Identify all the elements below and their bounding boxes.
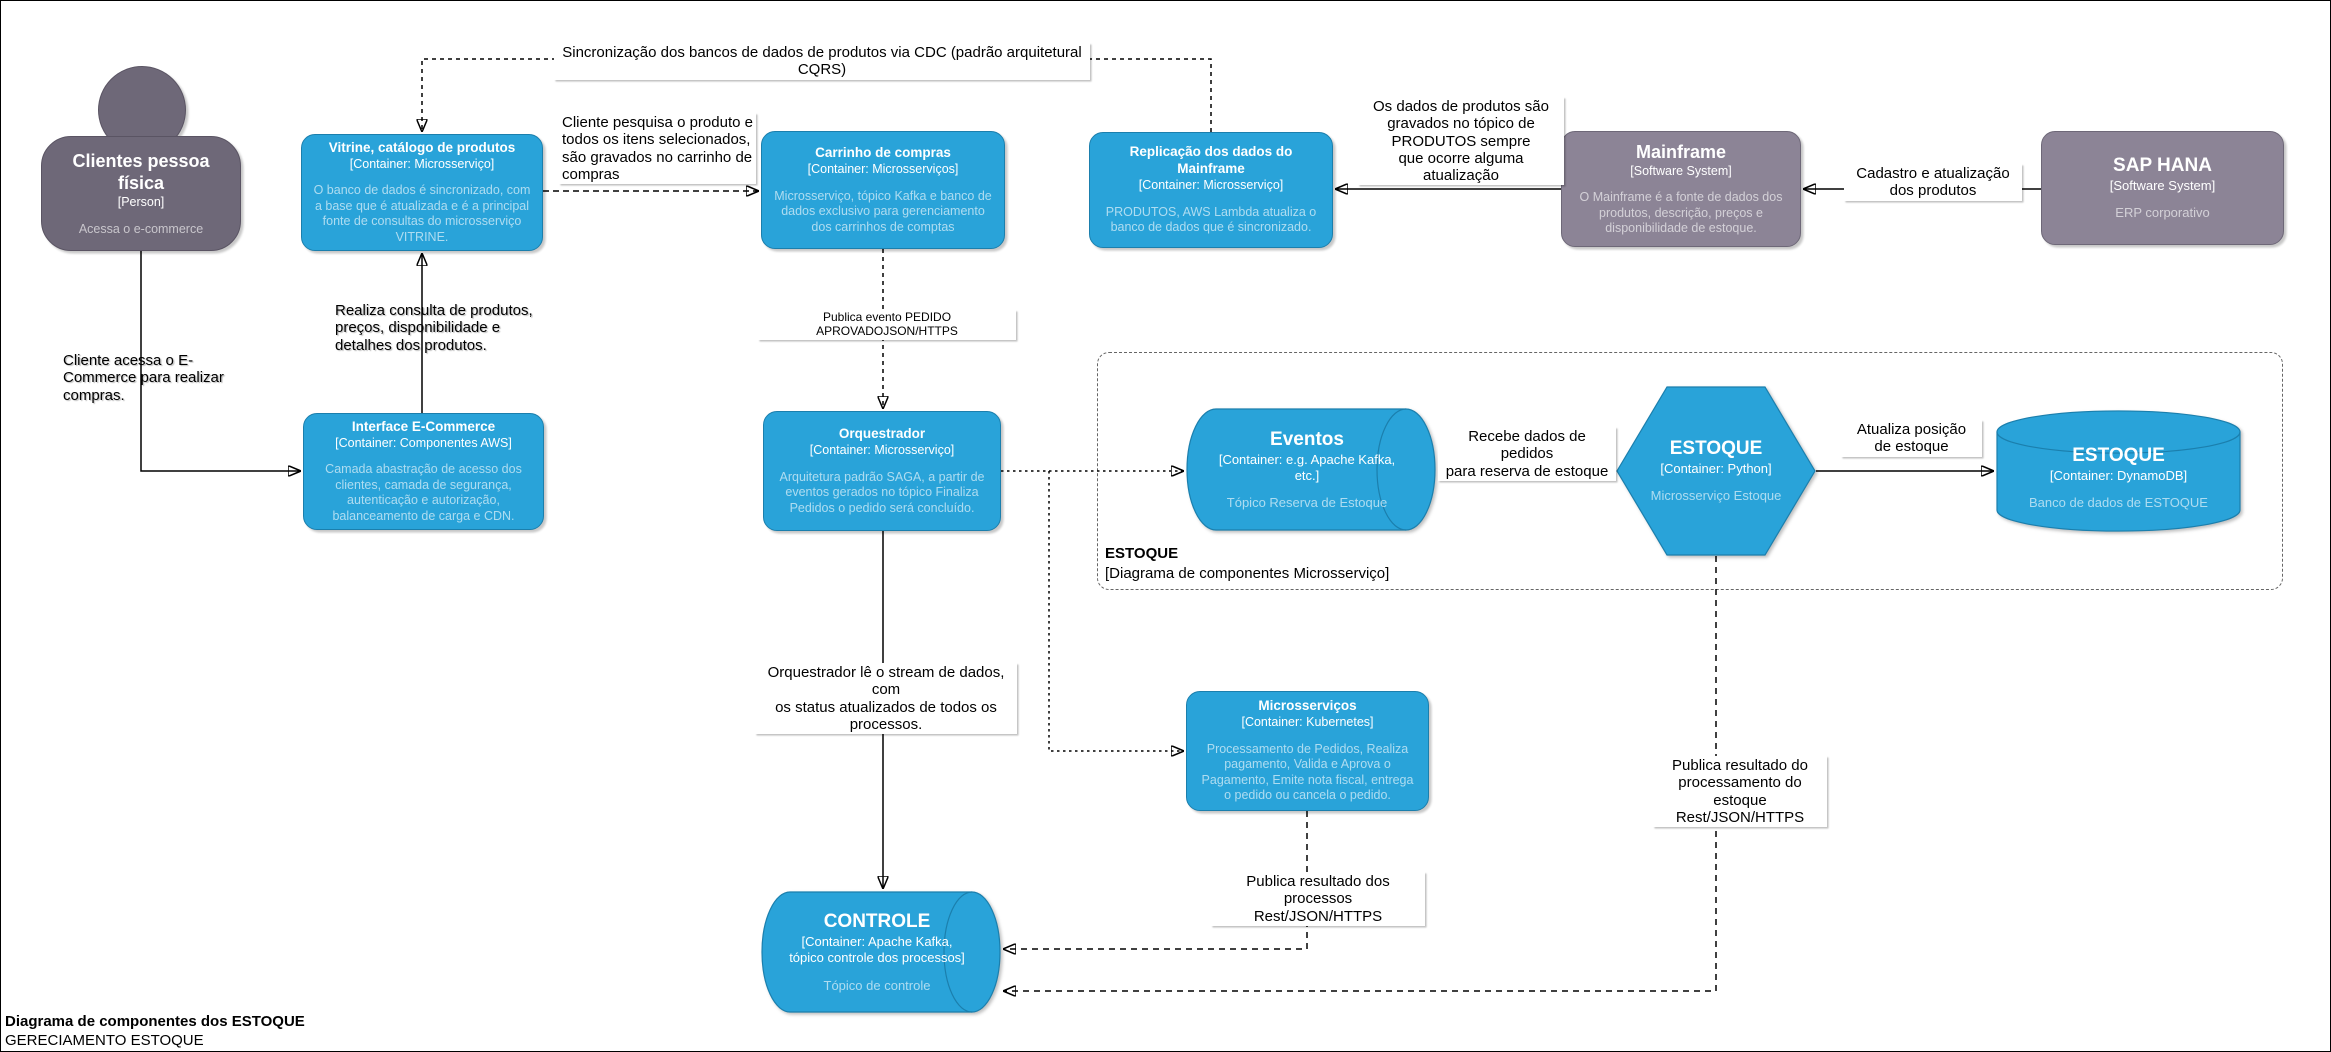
edge-label-consulta: Realiza consulta de produtos, preços, di… bbox=[335, 302, 533, 354]
node-type: [Container: Apache Kafka, tópico control… bbox=[789, 934, 965, 966]
node-type: [Container: Microsserviço] bbox=[809, 442, 955, 457]
edge-label-atualiza: Atualiza posição de estoque bbox=[1841, 420, 1982, 457]
node-title: Eventos bbox=[1270, 428, 1344, 450]
node-title: Vitrine, catálogo de produtos bbox=[328, 139, 516, 155]
node-desc: Microsserviço, tópico Kafka e banco de d… bbox=[774, 188, 992, 234]
node-type: [Container: e.g. Apache Kafka, etc.] bbox=[1218, 451, 1396, 483]
node-type: [Software System] bbox=[1630, 163, 1732, 178]
node-replicacao-mainframe[interactable]: Replicação dos dados do Mainframe [Conta… bbox=[1089, 132, 1333, 248]
node-desc: O banco de dados é sincronizado, com a b… bbox=[313, 183, 531, 244]
edge-label-publica-processos: Publica resultado dos processos Rest/JSO… bbox=[1211, 872, 1425, 926]
node-title: Microsserviços bbox=[1258, 698, 1357, 714]
node-desc: Tópico de controle bbox=[823, 977, 931, 993]
boundary-subtitle: [Diagrama de componentes Microsserviço] bbox=[1105, 564, 1390, 582]
node-vitrine[interactable]: Vitrine, catálogo de produtos [Container… bbox=[301, 134, 543, 251]
diagram-title: Diagrama de componentes dos ESTOQUE bbox=[5, 1013, 305, 1030]
node-desc: Microsserviço Estoque bbox=[1650, 488, 1782, 504]
edge-label-dados-produtos: Os dados de produtos são gravados no tóp… bbox=[1358, 97, 1564, 186]
node-title: ESTOQUE bbox=[1669, 438, 1763, 460]
edge-label-cdc: Sincronização dos bancos de dados de pro… bbox=[554, 43, 1090, 80]
node-title: Clientes pessoa física bbox=[72, 150, 210, 194]
node-desc: Camada abastração de acesso dos clientes… bbox=[325, 462, 522, 523]
node-title: Orquestrador bbox=[838, 426, 926, 441]
node-type: [Container: Microsserviço] bbox=[1138, 178, 1284, 193]
node-desc: Acessa o e-commerce bbox=[78, 221, 204, 236]
node-desc: Banco de dados de ESTOQUE bbox=[2029, 495, 2208, 511]
node-eventos-topico[interactable]: Eventos [Container: e.g. Apache Kafka, e… bbox=[1186, 408, 1436, 531]
node-type: [Person] bbox=[117, 194, 165, 209]
edge-clientes-to-interface bbox=[140, 251, 300, 471]
node-sap-hana[interactable]: SAP HANA [Software System] ERP corporati… bbox=[2041, 131, 2284, 245]
node-desc: PRODUTOS, AWS Lambda atualiza o banco de… bbox=[1105, 204, 1317, 235]
node-desc: Arquitetura padrão SAGA, a partir de eve… bbox=[779, 469, 985, 515]
node-desc: Tópico Reserva de Estoque bbox=[1226, 495, 1388, 511]
diagram-subtitle: GERECIAMENTO ESTOQUE bbox=[5, 1032, 204, 1049]
boundary-label: ESTOQUE [Diagrama de componentes Micross… bbox=[1105, 544, 1389, 583]
node-type: [Container: Microsserviço] bbox=[349, 156, 495, 171]
node-type: [Software System] bbox=[2109, 178, 2216, 194]
node-type: [Container: Componentes AWS] bbox=[335, 435, 512, 450]
node-interface-ecommerce[interactable]: Interface E-Commerce [Container: Compone… bbox=[303, 413, 544, 530]
node-title: CONTROLE bbox=[823, 911, 931, 933]
node-type: [Container: Kubernetes] bbox=[1241, 715, 1374, 730]
edge-label-le-stream: Orquestrador lê o stream de dados, com o… bbox=[755, 663, 1017, 734]
edge-label-pesquisa: Cliente pesquisa o produto e todos os it… bbox=[559, 113, 756, 184]
node-desc: ERP corporativo bbox=[2115, 205, 2210, 221]
node-type: [Container: Python] bbox=[1660, 461, 1772, 477]
boundary-title: ESTOQUE bbox=[1105, 545, 1179, 562]
edge-estoque-to-controle bbox=[1004, 556, 1717, 991]
node-title: Carrinho de compras bbox=[815, 145, 951, 160]
node-clientes-pessoa-fisica[interactable]: Clientes pessoa física [Person] Acessa o… bbox=[41, 136, 241, 251]
node-mainframe[interactable]: Mainframe [Software System] O Mainframe … bbox=[1561, 131, 1801, 247]
edge-label-recebe: Recebe dados de pedidos para reserva de … bbox=[1438, 427, 1616, 481]
node-type: [Container: DynamoDB] bbox=[2049, 468, 2188, 484]
node-title: Mainframe bbox=[1635, 142, 1727, 163]
node-desc: O Mainframe é a fonte de dados dos produ… bbox=[1579, 190, 1783, 236]
node-type: [Container: Microsserviços] bbox=[807, 161, 959, 176]
edge-label-publica-estoque: Publica resultado do processamento do es… bbox=[1653, 756, 1827, 827]
node-title: ESTOQUE bbox=[2072, 445, 2165, 467]
edge-microsservicos-to-controle bbox=[1004, 811, 1308, 949]
node-estoque-db[interactable]: ESTOQUE [Container: DynamoDB] Banco de d… bbox=[1996, 410, 2241, 532]
node-estoque-microsservico[interactable]: ESTOQUE [Container: Python] Microsserviç… bbox=[1616, 386, 1816, 556]
node-title: SAP HANA bbox=[2113, 155, 2212, 177]
edge-label-cadastro: Cadastro e atualização dos produtos bbox=[1844, 164, 2022, 201]
node-microsservicos[interactable]: Microsserviços [Container: Kubernetes] P… bbox=[1186, 691, 1429, 811]
edge-label-publica-pedido: Publica evento PEDIDO APROVADOJSON/HTTPS bbox=[758, 310, 1016, 340]
edge-orquestrador-to-microsservicos bbox=[1048, 471, 1183, 751]
node-title: Interface E-Commerce bbox=[351, 418, 496, 434]
node-carrinho-de-compras[interactable]: Carrinho de compras [Container: Microsse… bbox=[761, 131, 1005, 249]
node-desc: Processamento de Pedidos, Realiza pagame… bbox=[1201, 741, 1414, 803]
node-controle-topico[interactable]: CONTROLE [Container: Apache Kafka, tópic… bbox=[761, 891, 1001, 1013]
node-orquestrador[interactable]: Orquestrador [Container: Microsserviço] … bbox=[763, 411, 1001, 531]
edge-label-acessa: Cliente acessa o E- Commerce para realiz… bbox=[63, 352, 224, 404]
node-title: Replicação dos dados do Mainframe bbox=[1129, 144, 1293, 177]
